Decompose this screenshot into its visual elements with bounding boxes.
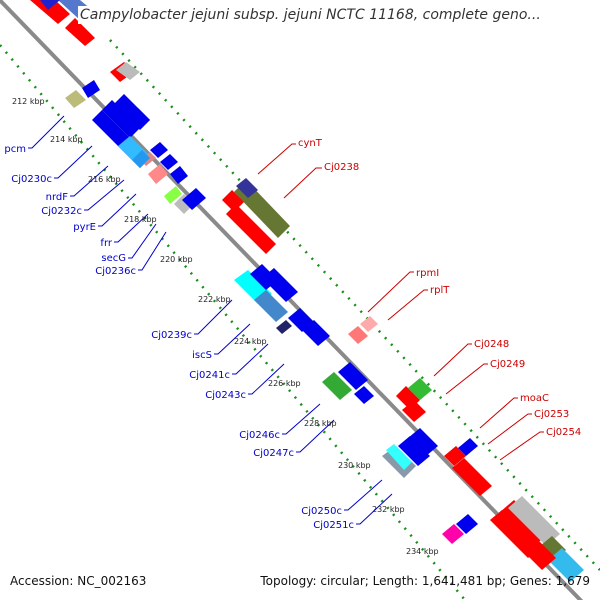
gene-label-Cj0238[interactable]: Cj0238 (324, 162, 359, 173)
leader-Cj0253 (487, 413, 532, 445)
tick-label: 212 kbp (12, 97, 45, 106)
gene-label-rpmI[interactable]: rpmI (416, 268, 439, 279)
leader-iscS (214, 323, 251, 355)
gene-label-frr[interactable]: frr (100, 238, 112, 249)
gene-label-moaC[interactable]: moaC (520, 393, 549, 404)
feature-214-218-region (92, 94, 206, 214)
leader-Cj0243c (248, 363, 285, 395)
gene-label-Cj0251c[interactable]: Cj0251c (313, 520, 354, 531)
leader-pyrE (98, 193, 137, 227)
tick-label: 218 kbp (124, 215, 157, 224)
leader-pcm (28, 115, 65, 149)
leader-Cj0254 (499, 431, 544, 461)
tick-label: 226 kbp (268, 379, 301, 388)
leader-Cj0239c (194, 299, 233, 335)
feature-230-region (382, 428, 438, 478)
feature-228-region (322, 362, 374, 404)
leader-Cj0238 (283, 167, 322, 199)
tick-label: 224 kbp (234, 337, 267, 346)
gene-label-pyrE[interactable]: pyrE (73, 222, 96, 233)
gene-label-Cj0247c[interactable]: Cj0247c (253, 448, 294, 459)
gene-label-Cj0230c[interactable]: Cj0230c (11, 174, 52, 185)
gene-label-Cj0248[interactable]: Cj0248 (474, 339, 509, 350)
genome-summary-text: Topology: circular; Length: 1,641,481 bp… (260, 574, 590, 588)
leader-Cj0230c (54, 145, 93, 179)
tick-label: 214 kbp (50, 135, 83, 144)
gene-label-iscS[interactable]: iscS (192, 350, 212, 361)
tick-label: 234 kbp (406, 547, 439, 556)
leader-Cj0232c (84, 179, 125, 211)
leader-secG (128, 223, 157, 259)
leader-Cj0251c (356, 493, 393, 525)
leader-nrdF (70, 165, 109, 197)
leader-rpmI (367, 271, 414, 313)
tick-label: 230 kbp (338, 461, 371, 470)
leader-cynT (257, 143, 296, 175)
leader-Cj0247c (296, 419, 335, 453)
tick-label: 220 kbp (160, 255, 193, 264)
feature-222-226-region (234, 264, 330, 346)
gene-label-Cj0254[interactable]: Cj0254 (546, 427, 581, 438)
gene-label-pcm[interactable]: pcm (4, 144, 26, 155)
gene-label-nrdF[interactable]: nrdF (46, 192, 69, 203)
gene-label-Cj0250c[interactable]: Cj0250c (301, 506, 342, 517)
feature-rpmI-region (348, 316, 378, 344)
gene-label-cynT[interactable]: cynT (298, 138, 323, 149)
leader-frr (114, 213, 149, 243)
gene-label-Cj0241c[interactable]: Cj0241c (189, 370, 230, 381)
gene-label-Cj0246c[interactable]: Cj0246c (239, 430, 280, 441)
gene-label-Cj0236c[interactable]: Cj0236c (95, 266, 136, 277)
feature-cynT-region (222, 178, 290, 254)
leader-Cj0236c (138, 231, 167, 271)
outer-tick-ring (109, 39, 600, 571)
feature-moaC-region (444, 438, 492, 496)
tick-label: 222 kbp (198, 295, 231, 304)
leader-Cj0241c (232, 343, 269, 375)
gene-label-rplT[interactable]: rplT (430, 285, 450, 296)
accession-text: Accession: NC_002163 (10, 574, 147, 588)
feature-212-region (65, 80, 100, 108)
gene-label-Cj0243c[interactable]: Cj0243c (205, 390, 246, 401)
inner-tick-ring (0, 44, 466, 600)
leader-moaC (479, 397, 518, 429)
tick-label: 216 kbp (88, 175, 121, 184)
map-title: Campylobacter jejuni subsp. jejuni NCTC … (78, 6, 543, 24)
feature-234-region (442, 514, 478, 544)
leader-Cj0248 (433, 343, 472, 377)
feature-Cj0248-region (396, 378, 432, 422)
gene-label-Cj0249[interactable]: Cj0249 (490, 359, 525, 370)
gene-label-Cj0253[interactable]: Cj0253 (534, 409, 569, 420)
leader-Cj0246c (282, 403, 321, 435)
gene-label-secG[interactable]: secG (101, 253, 126, 264)
leader-Cj0250c (344, 479, 383, 511)
gene-label-Cj0239c[interactable]: Cj0239c (151, 330, 192, 341)
leader-rplT (387, 289, 428, 321)
tick-label: 228 kbp (304, 419, 337, 428)
gene-label-Cj0232c[interactable]: Cj0232c (41, 206, 82, 217)
feature-bottom-right-region (490, 496, 584, 582)
tick-label: 232 kbp (372, 505, 405, 514)
feature-top-outer (30, 0, 140, 82)
leader-Cj0249 (445, 363, 488, 395)
